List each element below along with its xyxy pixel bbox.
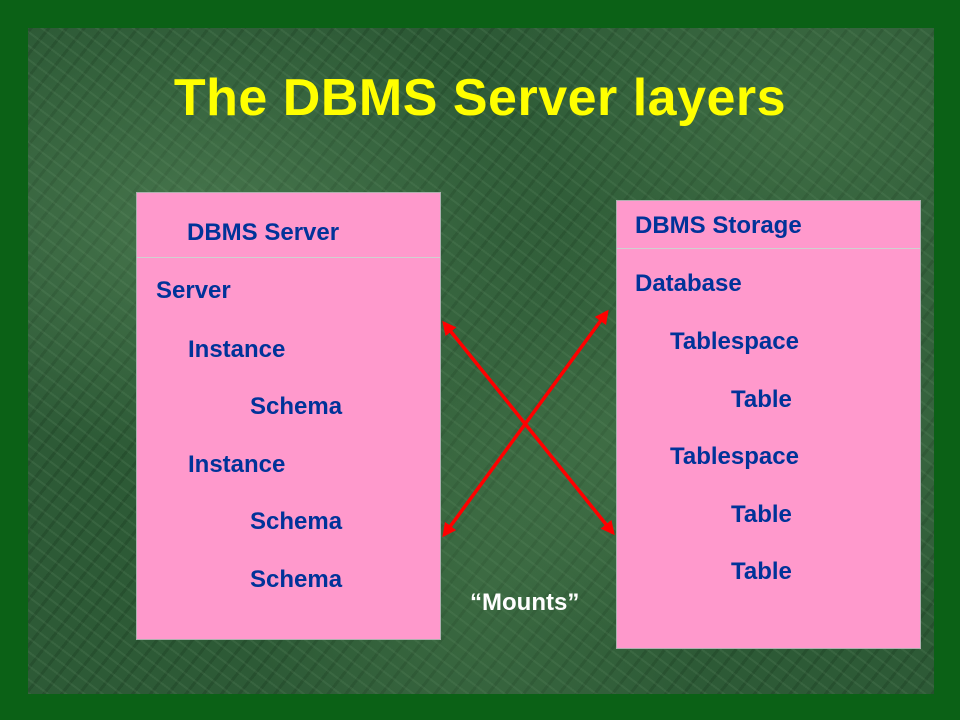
- double-arrow-icon: [442, 309, 609, 538]
- left-item-schema-1: Schema: [250, 393, 343, 420]
- slide-title: The DBMS Server layers: [173, 69, 787, 127]
- dbms-storage-box: DBMS Storage Database Tablespace Table T…: [616, 200, 921, 649]
- header-divider: [137, 257, 440, 258]
- header-divider: [617, 248, 920, 249]
- right-item-tablespace-2: Tablespace: [670, 443, 799, 470]
- dbms-server-header: DBMS Server: [187, 219, 340, 246]
- right-item-database: Database: [635, 270, 742, 297]
- right-item-table-3: Table: [731, 558, 792, 585]
- right-item-tablespace-1: Tablespace: [670, 328, 799, 355]
- left-item-schema-3: Schema: [250, 566, 343, 593]
- mounts-label: “Mounts”: [470, 589, 580, 616]
- dbms-storage-header: DBMS Storage: [635, 212, 802, 239]
- left-item-instance-2: Instance: [188, 451, 286, 478]
- right-item-table-2: Table: [731, 501, 792, 528]
- dbms-server-box: DBMS Server Server Instance Schema Insta…: [136, 192, 441, 640]
- right-item-table-1: Table: [731, 386, 792, 413]
- left-item-server: Server: [156, 277, 231, 304]
- left-item-schema-2: Schema: [250, 508, 343, 535]
- left-item-instance-1: Instance: [188, 336, 286, 363]
